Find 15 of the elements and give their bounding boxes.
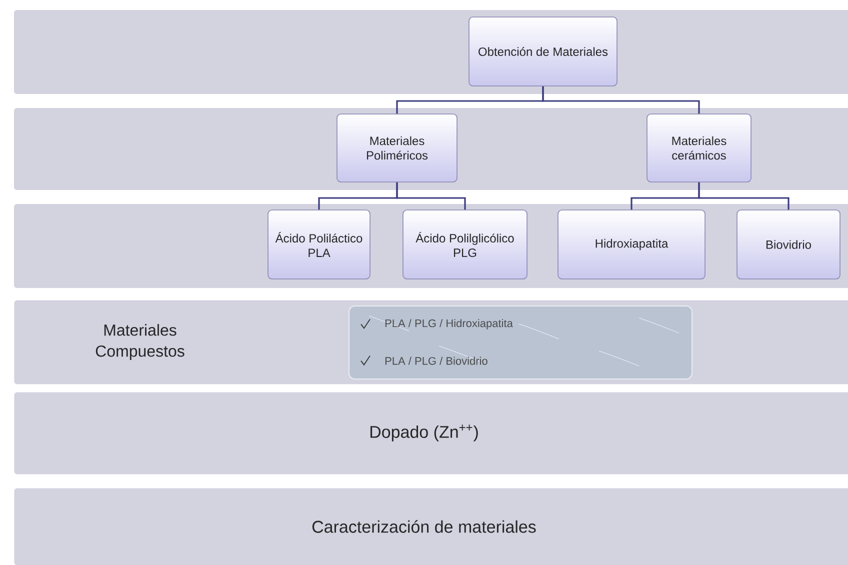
hierarchy-box: Hidroxiapatita: [558, 210, 706, 280]
connector: [698, 182, 790, 210]
band: Dopado (Zn$^{++}$): [14, 392, 848, 474]
hierarchy-box: Materiales cerámicos: [646, 114, 752, 182]
hierarchy-box: Ácido Poliláctico PLA: [268, 210, 370, 280]
connector: [542, 86, 700, 114]
list-item: PLA / PLG / Biovidrio: [385, 356, 488, 365]
connector: [396, 182, 466, 210]
hierarchy-box: Ácido Polilglicólico PLG: [402, 210, 528, 280]
list-item: PLA / PLG / Hidroxiapatita: [385, 319, 513, 330]
hierarchy-box: Materiales Poliméricos: [336, 114, 458, 182]
band: Caracterización de materiales: [14, 488, 848, 565]
list-panel: [348, 306, 692, 380]
hierarchy-box: Obtención de Materiales: [468, 16, 618, 86]
hierarchy-box: Biovidrio: [736, 210, 840, 280]
